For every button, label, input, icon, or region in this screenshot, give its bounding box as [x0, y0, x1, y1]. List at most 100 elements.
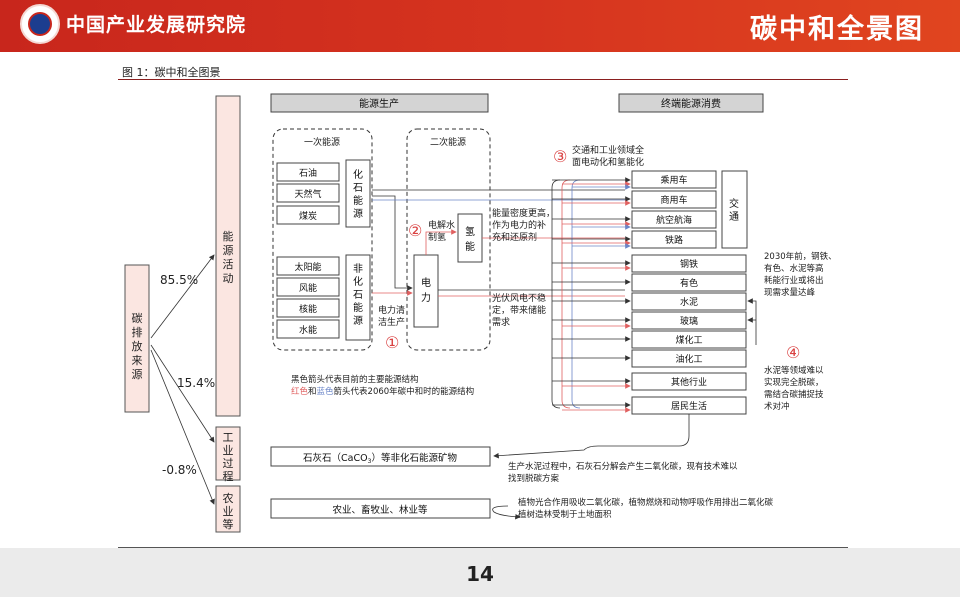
page-number: 14: [466, 562, 494, 586]
nonfossil-label-box: [345, 254, 371, 341]
cement-process-note: 生产水泥过程中，石灰石分解会产生二氧化碳，现有技术难以找到脱碳方案: [508, 461, 738, 484]
emission-source-label: 碳排放来源: [132, 311, 143, 381]
figure-bottom-rule: [118, 547, 848, 548]
pv-wind-note: 光伏风电不稳定，带来储能需求: [492, 292, 546, 328]
fossil-label-box: [345, 159, 371, 228]
org-name: 中国产业发展研究院: [66, 14, 247, 36]
hydrogen-box: [457, 213, 483, 263]
arrow-to-energy: [150, 254, 215, 339]
end-use-arrows-black: [552, 177, 631, 408]
header-bar: 中国产业发展研究院 碳中和全景图: [0, 0, 960, 52]
arrow-ccs-to-cement: [747, 298, 757, 345]
industry-steel-box: [631, 254, 747, 273]
primary-energy-title: 一次能源: [304, 136, 340, 148]
arrow-to-agri: [150, 349, 215, 505]
industry-cement-box: [631, 292, 747, 311]
legend-color-note: 红色和蓝色箭头代表2060年碳中和时的能源结构: [291, 386, 474, 397]
industry-cement: 水泥: [680, 296, 698, 308]
electricity-label: 电力: [421, 276, 431, 304]
residential: 居民生活: [671, 400, 707, 412]
marker-2: ②: [408, 221, 422, 240]
transport-rail: 铁路: [665, 234, 683, 246]
energy-production-title: 能源生产: [359, 97, 399, 110]
transport-aviation-box: [631, 210, 717, 229]
transport-rail-box: [631, 230, 717, 249]
agriculture-label: 农业等: [223, 491, 234, 531]
industrial-process-box: [215, 426, 241, 481]
transport-aviation: 航空航海: [656, 214, 692, 226]
end-use-arrows-blue: [572, 184, 631, 249]
pct-energy: 85.5%: [160, 273, 198, 287]
wind-box: [276, 277, 340, 297]
solar: 太阳能: [294, 261, 321, 273]
fossil-gas-box: [276, 183, 340, 203]
nuclear: 核能: [299, 303, 317, 315]
emission-source-box: [124, 264, 150, 413]
electrolysis-label: 电解水制氢: [428, 219, 455, 243]
fossil-label: 化石能源: [353, 168, 363, 220]
arrow-cement-to-limestone: [493, 414, 690, 459]
industry-coalchem-box: [631, 330, 747, 349]
transport-commercial: 商用车: [660, 194, 687, 206]
agriculture-box: [215, 485, 241, 533]
energy-activity-label: 能源活动: [223, 229, 234, 285]
electricity-box: [413, 254, 439, 328]
ccs-note: 水泥等领域难以实现完全脱碳，需结合碳捕捉技术对冲: [764, 365, 824, 412]
legend-black-note: 黑色箭头代表目前的主要能源结构: [291, 374, 419, 385]
nonfossil-label: 非化石能源: [353, 263, 363, 327]
fossil-gas: 天然气: [294, 188, 321, 200]
fossil-oil-box: [276, 162, 340, 182]
secondary-energy-group: [406, 128, 491, 351]
peak-2030-note: 2030年前，钢铁、有色、水泥等高耗能行业或将出现需求量达峰: [764, 251, 837, 298]
marker-4: ④: [786, 343, 800, 362]
limestone-label: 石灰石（CaCO3）等非化石能源矿物: [303, 452, 457, 465]
bus-red: [561, 179, 571, 409]
arrow-to-industry: [150, 344, 215, 443]
agri-box: [270, 498, 491, 519]
industry-steel: 钢铁: [680, 258, 698, 270]
transport-label: 交通: [729, 197, 739, 223]
bus-blue: [571, 179, 581, 409]
transport-commercial-box: [631, 190, 717, 209]
fossil-coal-box: [276, 205, 340, 225]
bus-black: [551, 179, 561, 409]
industry-other: 其他行业: [671, 376, 707, 388]
industrial-process-label: 工业过程: [223, 431, 234, 483]
footer-bar: [0, 548, 960, 597]
limestone-box: [270, 446, 491, 467]
industry-oilchem: 油化工: [675, 353, 702, 365]
logo-emblem: [28, 12, 52, 36]
nuclear-box: [276, 298, 340, 318]
agri-label: 农业、畜牧业、林业等: [332, 504, 428, 516]
industry-glass: 玻璃: [680, 315, 698, 327]
transport-label-box: [721, 170, 748, 249]
energy-production-header: [270, 93, 489, 113]
transport-elec-note: 交通和工业领域全面电动化和氢能化: [572, 144, 644, 168]
end-use-arrows-red: [562, 181, 631, 413]
fossil-coal: 煤炭: [299, 210, 317, 222]
industry-glass-box: [631, 311, 747, 330]
page-title: 碳中和全景图: [750, 14, 924, 45]
clean-power-note: 电力清洁生产: [378, 304, 405, 328]
transport-passenger: 乘用车: [660, 174, 687, 186]
transport-passenger-box: [631, 170, 717, 189]
agri-cycle-arrow: [492, 505, 521, 520]
industry-oilchem-box: [631, 349, 747, 368]
industry-coalchem: 煤化工: [675, 334, 702, 346]
industry-nonferrous-box: [631, 273, 747, 292]
density-note: 能量密度更高，作为电力的补充和还原剂: [492, 207, 555, 243]
primary-energy-group: [272, 128, 373, 351]
pct-agri: -0.8%: [162, 463, 197, 477]
hydro: 水能: [299, 324, 317, 336]
institute-logo: [20, 4, 60, 44]
hydro-box: [276, 319, 340, 339]
end-use-title: 终端能源消费: [661, 97, 721, 110]
industry-nonferrous: 有色: [680, 277, 698, 289]
end-use-header: [618, 93, 764, 113]
marker-3: ③: [553, 147, 567, 166]
industry-other-box: [631, 372, 747, 391]
solar-box: [276, 256, 340, 276]
carbon-neutral-diagram: 碳排放来源 85.5% 15.4% -0.8% 能源活动 工业过程 农业等 能源…: [124, 93, 837, 533]
hydrogen-label: 氢能: [465, 225, 475, 253]
arrow-power-to-hydrogen: [425, 229, 457, 255]
